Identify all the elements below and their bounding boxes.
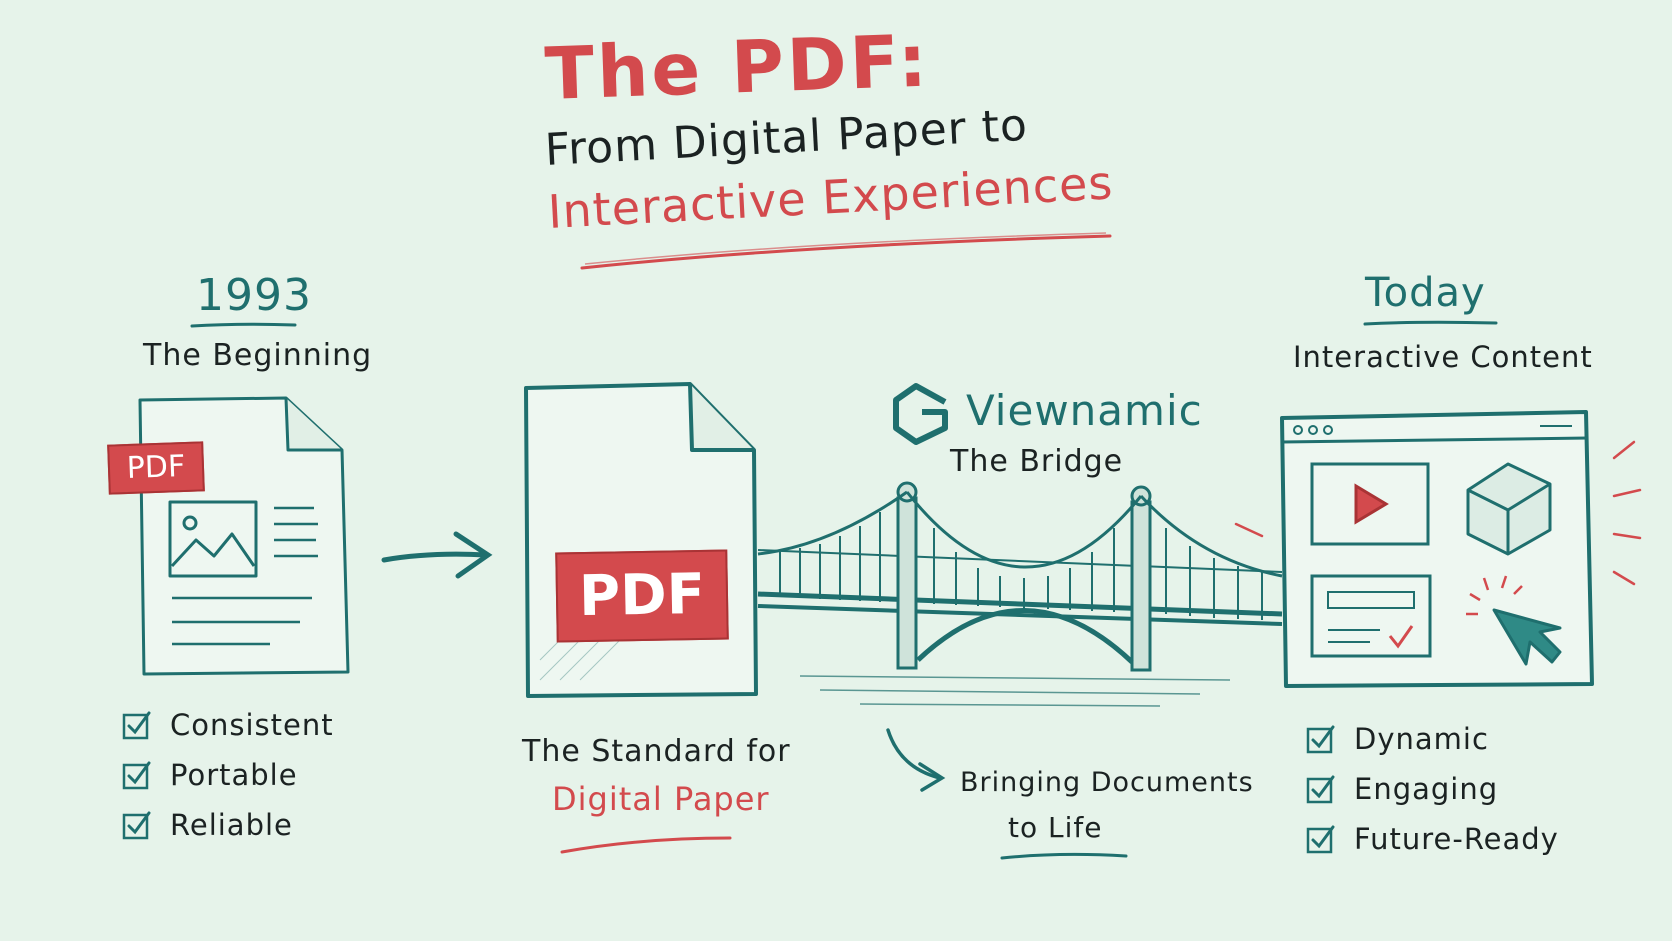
curved-arrow-icon: [886, 728, 946, 792]
checkbox-checked-icon: [1306, 825, 1335, 854]
pdf-badge-large: PDF: [555, 549, 729, 643]
sparkle-lines: [1234, 440, 1642, 586]
left-feature-list: Consistent Portable Reliable: [122, 700, 334, 850]
bring-underline: [1000, 852, 1128, 860]
form-icon: [1310, 574, 1432, 658]
checkbox-checked-icon: [122, 761, 151, 790]
list-item: Reliable: [122, 800, 334, 850]
feature-label: Reliable: [170, 808, 293, 842]
list-item: Dynamic: [1306, 714, 1559, 764]
bridge-caption-line-1: Bringing Documents: [960, 767, 1254, 798]
title-underline: [580, 234, 1112, 270]
pdf-badge-small: PDF: [107, 441, 205, 495]
standard-caption-line-1: The Standard for: [522, 734, 791, 769]
today-label: Today: [1365, 270, 1486, 316]
checkbox-checked-icon: [122, 811, 151, 840]
feature-label: Future-Ready: [1354, 822, 1559, 856]
video-player-icon: [1310, 462, 1430, 546]
bridge-caption-line-2: to Life: [1008, 811, 1103, 844]
standard-caption-line-2: Digital Paper: [552, 780, 770, 818]
list-item: Portable: [122, 750, 334, 800]
today-underline: [1363, 320, 1498, 326]
viewnamic-brand-name: Viewnamic: [966, 386, 1203, 435]
right-feature-list: Dynamic Engaging Future-Ready: [1306, 714, 1559, 864]
digital-paper-underline: [560, 836, 732, 854]
checkbox-checked-icon: [122, 711, 151, 740]
list-item: Future-Ready: [1306, 814, 1559, 864]
list-item: Consistent: [122, 700, 334, 750]
document-standard-icon: [524, 382, 758, 698]
document-1993-icon: [138, 396, 350, 676]
arrow-right-icon: [381, 531, 493, 579]
cube-3d-icon: [1466, 462, 1552, 556]
beginning-label: The Beginning: [143, 338, 373, 373]
feature-label: Portable: [170, 758, 298, 792]
interactive-content-label: Interactive Content: [1293, 340, 1593, 374]
bridge-label: The Bridge: [950, 444, 1124, 479]
cursor-icon: [1466, 575, 1562, 666]
year-label: 1993: [196, 270, 312, 321]
title-main: The PDF:: [543, 18, 932, 116]
year-underline: [190, 322, 297, 328]
bridge-illustration: [757, 481, 1283, 707]
feature-label: Engaging: [1354, 772, 1499, 806]
list-item: Engaging: [1306, 764, 1559, 814]
feature-label: Dynamic: [1354, 722, 1489, 756]
feature-label: Consistent: [170, 708, 334, 742]
viewnamic-logo-icon: [893, 383, 948, 445]
checkbox-checked-icon: [1306, 775, 1335, 804]
checkbox-checked-icon: [1306, 725, 1335, 754]
